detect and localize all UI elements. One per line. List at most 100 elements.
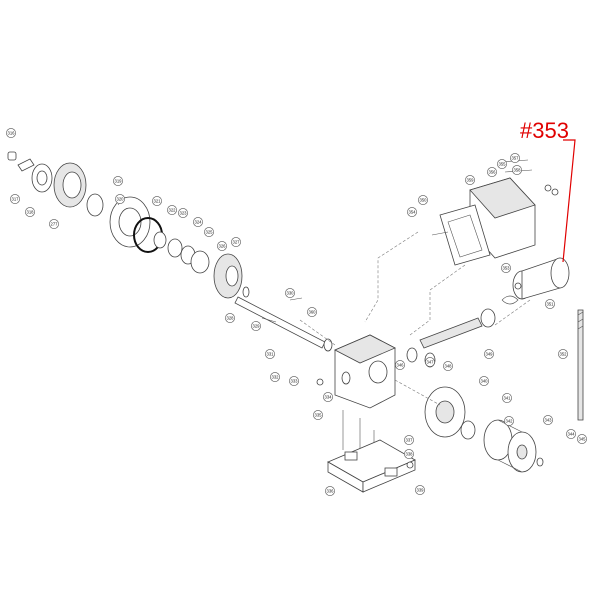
part-number-tag: 339 bbox=[415, 485, 425, 495]
part-number-label: 330 bbox=[287, 291, 295, 296]
part-number-tag: 334 bbox=[323, 392, 333, 402]
worm-bearing bbox=[406, 347, 418, 363]
rod-thread-2 bbox=[577, 318, 584, 323]
part-number-label: 332 bbox=[272, 375, 280, 380]
part-number-label: 359 bbox=[467, 178, 475, 183]
top-right-assembly bbox=[431, 159, 584, 421]
part-number-tag: 349 bbox=[484, 349, 494, 359]
part-number-tag-circle bbox=[6, 128, 16, 138]
part-number-tag: 355 bbox=[497, 159, 507, 169]
part-number-label: 320 bbox=[117, 197, 125, 202]
cup-disc-hub bbox=[36, 170, 48, 186]
part-number-label: 345 bbox=[579, 437, 587, 442]
part-number-tag: 352 bbox=[558, 349, 568, 359]
pin-part-3 bbox=[289, 297, 303, 301]
part-number-tag: 345 bbox=[577, 434, 587, 444]
part-number-tag-circle bbox=[325, 486, 335, 496]
part-number-label: 322 bbox=[169, 208, 177, 213]
part-number-label: 360 bbox=[309, 310, 317, 315]
part-number-label: 352 bbox=[560, 352, 568, 357]
part-number-tag-circle bbox=[285, 288, 295, 298]
part-number-label: 347 bbox=[427, 360, 435, 365]
part-number-tag: 317 bbox=[10, 194, 20, 204]
gasket-plate-part bbox=[439, 204, 491, 266]
fitting-small bbox=[316, 378, 324, 386]
bolt-part bbox=[7, 151, 17, 161]
washer-part bbox=[153, 231, 167, 249]
part-number-tag: 354 bbox=[407, 207, 417, 217]
part-number-label: 326 bbox=[219, 244, 227, 249]
small-drive-gear bbox=[460, 420, 476, 440]
gear-small-part bbox=[190, 250, 210, 274]
part-number-tag: 336 bbox=[325, 486, 335, 496]
part-number-tag-circle bbox=[49, 219, 59, 229]
part-number-tag: 333 bbox=[289, 376, 299, 386]
part-number-label: 318 bbox=[27, 210, 35, 215]
base-pad bbox=[344, 451, 358, 461]
motor-back-cap bbox=[550, 257, 570, 289]
part-number-tag: 329 bbox=[251, 321, 261, 331]
part-number-label: 349 bbox=[486, 352, 494, 357]
explosion-line-2 bbox=[409, 264, 466, 336]
part-number-tag-circle bbox=[512, 165, 522, 175]
part-number-tag: 322 bbox=[167, 205, 177, 215]
rod-thread-3 bbox=[577, 325, 584, 330]
callout-label: #353 bbox=[520, 118, 569, 143]
nut-part bbox=[544, 184, 552, 192]
part-number-label: 343 bbox=[545, 418, 553, 423]
part-number-tag: 324 bbox=[193, 217, 203, 227]
right-assembly bbox=[406, 308, 544, 473]
gearbox-top-face bbox=[334, 334, 396, 364]
part-number-tag-circle bbox=[487, 167, 497, 177]
part-number-label: 321 bbox=[154, 199, 162, 204]
main-shaft-part bbox=[234, 296, 326, 349]
part-number-tag-circle bbox=[404, 449, 414, 459]
left-assembly bbox=[7, 151, 333, 352]
part-number-label: 319 bbox=[115, 179, 123, 184]
part-number-tag: 360 bbox=[307, 307, 317, 317]
part-number-tag-circle bbox=[479, 376, 489, 386]
flange-277-inner bbox=[62, 171, 82, 199]
ring-part bbox=[86, 193, 104, 217]
part-number-label: 323 bbox=[180, 211, 188, 216]
part-number-tag: 351 bbox=[545, 299, 555, 309]
part-number-tag-circle bbox=[313, 410, 323, 420]
rod-leader bbox=[431, 231, 449, 236]
part-number-tag: 358 bbox=[512, 165, 522, 175]
part-number-tag-circle bbox=[178, 208, 188, 218]
part-number-tag-circle bbox=[323, 392, 333, 402]
part-number-tag: 323 bbox=[178, 208, 188, 218]
pin-part-2 bbox=[261, 317, 277, 323]
part-number-tag-circle bbox=[193, 217, 203, 227]
part-number-tags: 3163173183193202773213223233243253263273… bbox=[6, 128, 587, 496]
drum-washer bbox=[536, 457, 544, 467]
part-number-label: 356 bbox=[489, 170, 497, 175]
cover-box-top bbox=[469, 177, 536, 219]
drive-wheel-hub bbox=[435, 400, 455, 424]
part-number-label: 331 bbox=[267, 352, 275, 357]
part-number-tag-circle bbox=[558, 349, 568, 359]
part-number-tag-circle bbox=[545, 299, 555, 309]
part-number-tag-circle bbox=[502, 393, 512, 403]
part-number-tag: 342 bbox=[504, 416, 514, 426]
part-number-tag-circle bbox=[510, 153, 520, 163]
gasket-inner bbox=[447, 214, 483, 258]
worm-shaft-part bbox=[419, 317, 483, 349]
part-number-tag-circle bbox=[217, 241, 227, 251]
drum-hub bbox=[516, 444, 528, 460]
explosion-line-4 bbox=[394, 379, 441, 406]
part-number-label: 346 bbox=[397, 363, 405, 368]
long-rod-part bbox=[577, 309, 584, 421]
part-number-label: 329 bbox=[253, 324, 261, 329]
part-number-tag: 359 bbox=[465, 175, 475, 185]
explosion-lines bbox=[299, 231, 531, 406]
explosion-line bbox=[364, 231, 419, 323]
part-number-tag: 337 bbox=[404, 435, 414, 445]
part-number-label: 358 bbox=[514, 168, 522, 173]
part-number-tag: 347 bbox=[425, 357, 435, 367]
part-number-tag: 341 bbox=[502, 393, 512, 403]
part-number-tag-circle bbox=[307, 307, 317, 317]
part-number-label: 325 bbox=[206, 230, 214, 235]
part-number-tag: 331 bbox=[265, 349, 275, 359]
part-number-label: 340 bbox=[481, 379, 489, 384]
